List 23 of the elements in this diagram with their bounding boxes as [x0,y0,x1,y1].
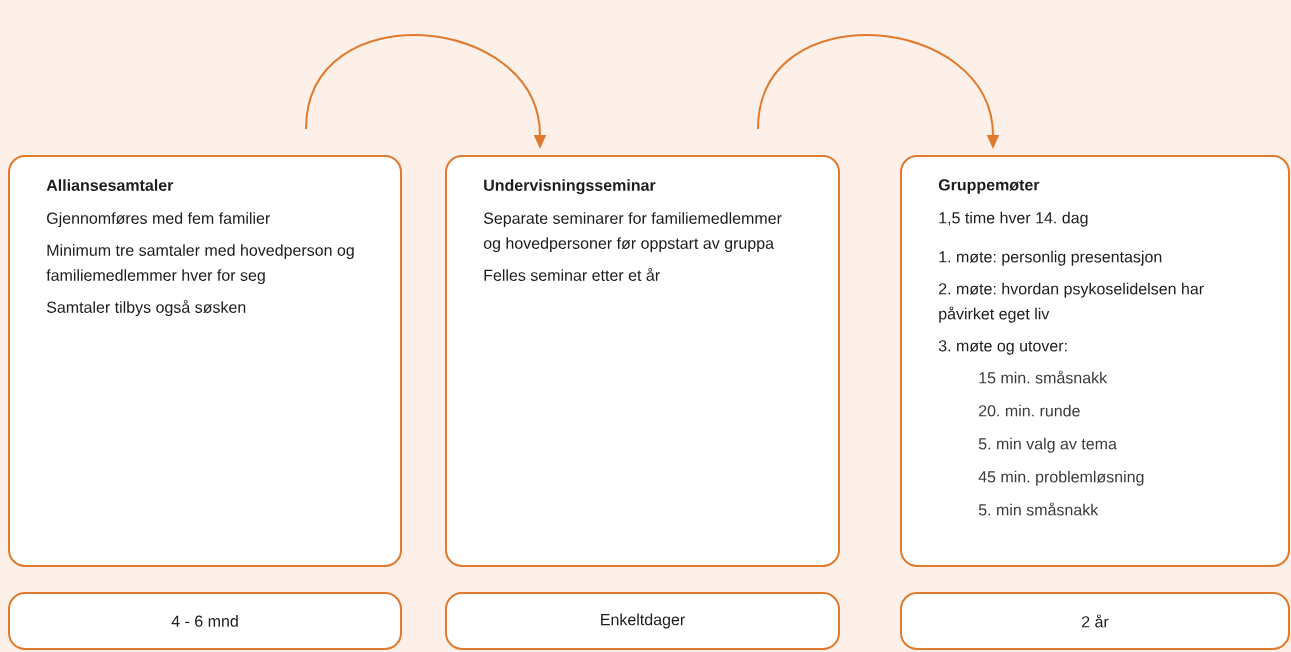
stage-box [445,155,840,567]
box-heading: Alliansesamtaler [46,179,174,191]
list-item: 20. min. runde [979,404,1080,417]
body-text: Samtaler tilbys også søsken [46,299,246,317]
list-item: 15 min. småsnakk [979,370,1108,384]
stage-box [8,155,402,567]
list-item: 45 min. problemløsning [978,470,1144,486]
body-text: 2. møte: hvordan psykoselidelsen har påvirket eget liv [939,282,1204,323]
body-text: 1,5 time hver 14. dag [939,211,1088,227]
box-heading: Undervisningsseminar [484,179,656,195]
stage-box [900,155,1290,567]
body-text: Gjennomføres med fem familier [47,212,270,228]
body-text: Separate seminarer for familiemedlemmer og hovedpersoner før oppstart av gruppa [483,212,782,253]
body-text: 3. møte og utover: [938,340,1067,355]
list-item: 5. min valg av tema [978,437,1117,453]
list-item: 5. min småsnakk [978,502,1099,516]
duration-box: Enkeltdager [445,592,840,650]
duration-box: 2 år [900,592,1290,650]
body-text: Felles seminar etter et år [484,267,660,281]
body-text: 1. møte: personlig presentasjon [939,250,1162,266]
box-heading: Gruppemøter [938,179,1040,194]
duration-box: 4 - 6 mnd [8,592,402,650]
body-text: Minimum tre samtaler med hovedperson og familiemedlemmer hver for seg [46,244,354,285]
